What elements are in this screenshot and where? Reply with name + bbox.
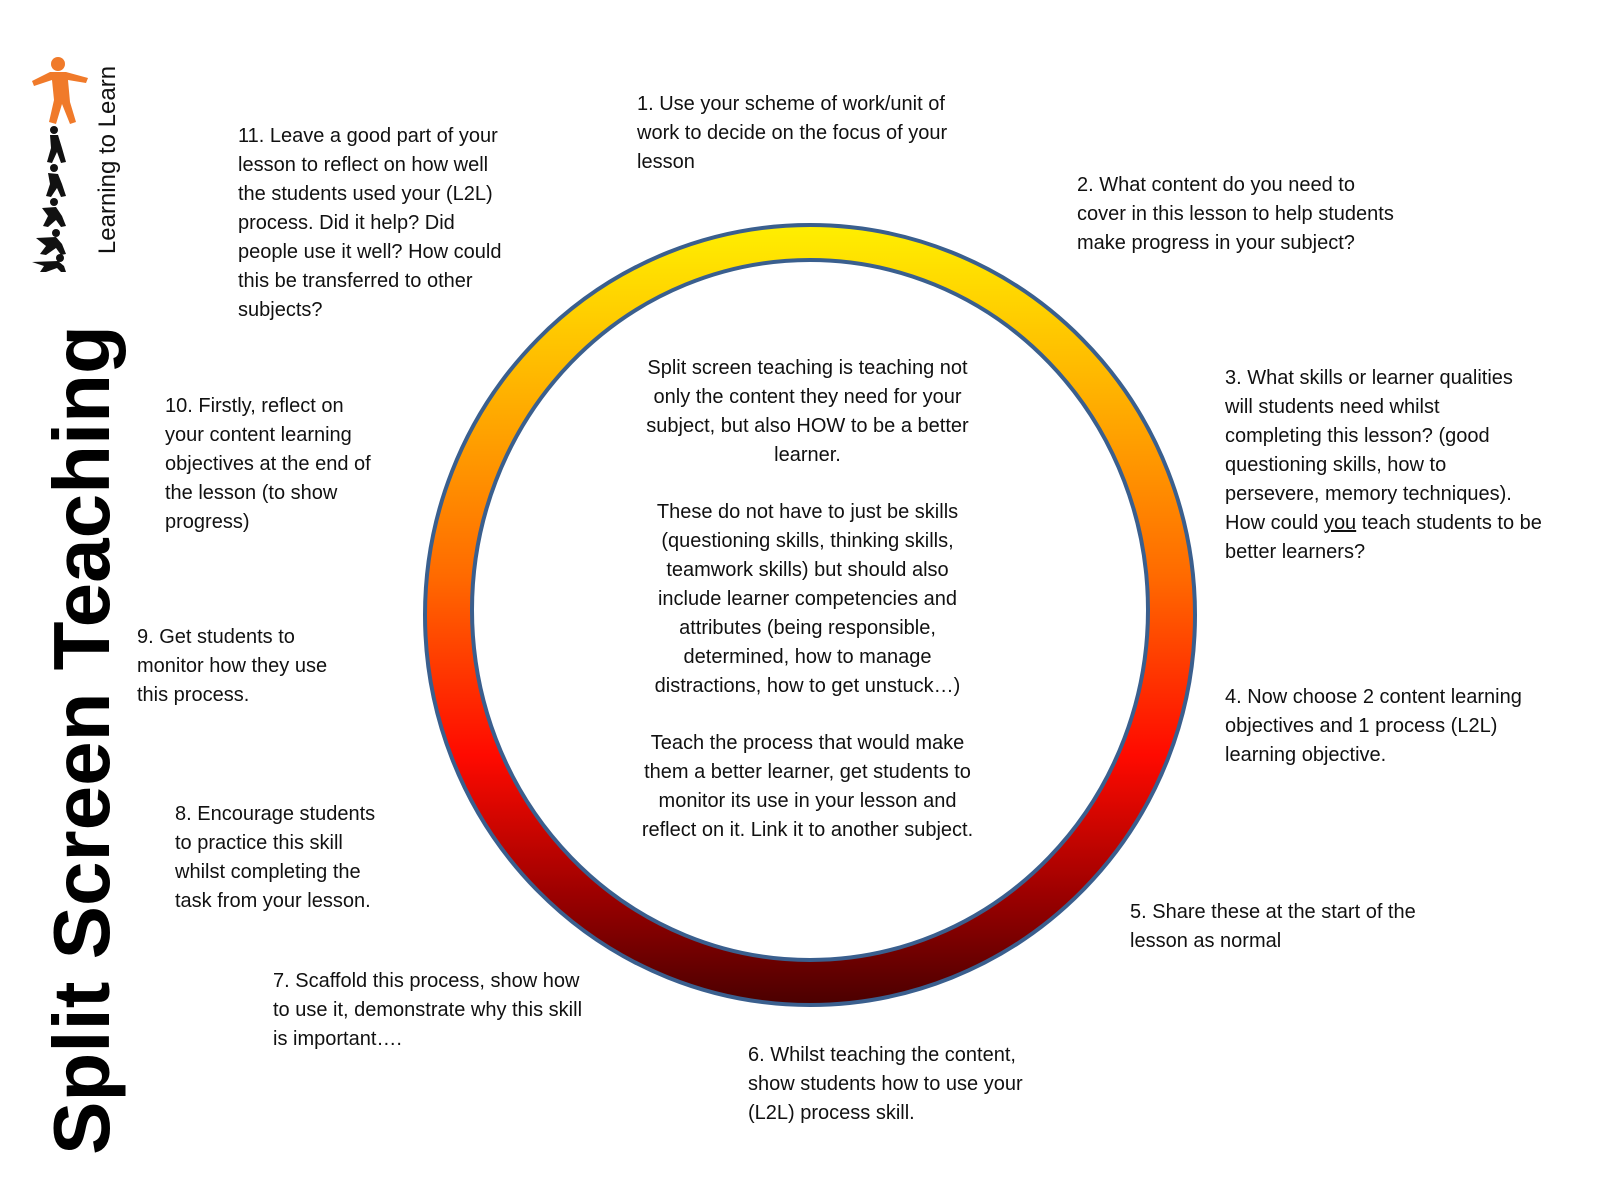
step-11: 11. Leave a good part of your lesson to … <box>238 125 502 321</box>
step-2: 2. What content do you need to cover in … <box>1077 174 1394 254</box>
step-9: 9. Get students to monitor how they use … <box>137 626 328 706</box>
step-5: 5. Share these at the start of the lesso… <box>1130 901 1416 952</box>
step-3-text-b: teach students to be better learners? <box>1225 512 1542 563</box>
step-1: 1. Use your scheme of work/unit of work … <box>637 93 948 173</box>
orange-figure-icon <box>32 57 88 124</box>
center-paragraph-process: Teach the process that would make them a… <box>641 732 974 841</box>
process-cycle-ring <box>423 222 1197 1008</box>
ring-band <box>423 222 1197 1008</box>
logo-text: Learning to Learn <box>94 65 121 255</box>
center-paragraph-definition: Split screen teaching is teaching not on… <box>646 357 969 466</box>
evolution-figures-icon <box>32 126 66 272</box>
step-6: 6. Whilst teaching the content, show stu… <box>748 1044 1023 1124</box>
step-3: 3. What skills or learner qualities will… <box>1225 364 1542 567</box>
step-10: 10. Firstly, reflect on your content lea… <box>165 395 371 533</box>
center-paragraph-skills: These do not have to just be skills (que… <box>654 501 961 697</box>
page-title: Split Screen Teaching <box>37 325 126 1155</box>
step-7: 7. Scaffold this process, show how to us… <box>273 970 583 1050</box>
step-3-text-a: 3. What skills or learner qualities will… <box>1225 367 1513 534</box>
step-4: 4. Now choose 2 content learning objecti… <box>1225 686 1522 766</box>
learning-to-learn-logo <box>32 57 88 272</box>
step-3-emphasis: you <box>1323 512 1357 534</box>
step-8: 8. Encourage students to practice this s… <box>175 803 376 912</box>
